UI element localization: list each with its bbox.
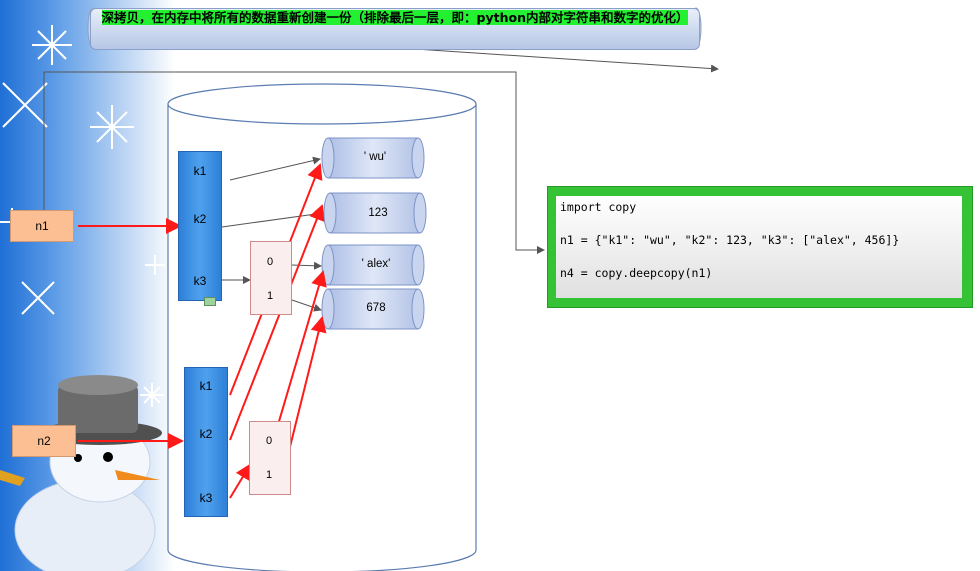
- value-678: 678: [366, 302, 386, 314]
- list-index: 0: [267, 256, 274, 268]
- code-panel: [556, 196, 962, 298]
- snowman-icon: [0, 375, 162, 571]
- value-alex: ' alex': [361, 258, 391, 270]
- variable-n1: n1: [10, 210, 74, 242]
- diagram-title: 深拷贝，在内存中将所有的数据重新创建一份（排除最后一层，即：python内部对字…: [101, 10, 689, 25]
- list-index: 0: [266, 435, 273, 447]
- value-cylinders: [321, 137, 427, 330]
- dict-key: k1: [193, 164, 207, 178]
- value-123: 123: [368, 207, 388, 219]
- code-line-n4: n4 = copy.deepcopy(n1): [560, 266, 713, 280]
- value-wu: ' wu': [363, 151, 387, 163]
- minimize-handle-icon[interactable]: [204, 297, 216, 306]
- dict-key: k2: [199, 427, 213, 441]
- code-line-import: import copy: [560, 200, 637, 214]
- dict-n1: k1 k2 k3: [178, 151, 222, 301]
- list-index: 1: [267, 290, 274, 302]
- dict-n2: k1 k2 k3: [184, 367, 228, 517]
- reference-arrows-gray: [221, 156, 324, 312]
- dict-key: k3: [193, 274, 207, 288]
- dict-key: k1: [199, 379, 213, 393]
- list-n2-k3: 0 1: [249, 421, 291, 495]
- list-n1-k3: 0 1: [250, 241, 292, 315]
- dict-key: k2: [193, 212, 207, 226]
- list-index: 1: [266, 469, 273, 481]
- dict-key: k3: [199, 491, 213, 505]
- code-line-n1: n1 = {"k1": "wu", "k2": 123, "k3": ["ale…: [560, 233, 900, 247]
- variable-n2: n2: [12, 425, 76, 457]
